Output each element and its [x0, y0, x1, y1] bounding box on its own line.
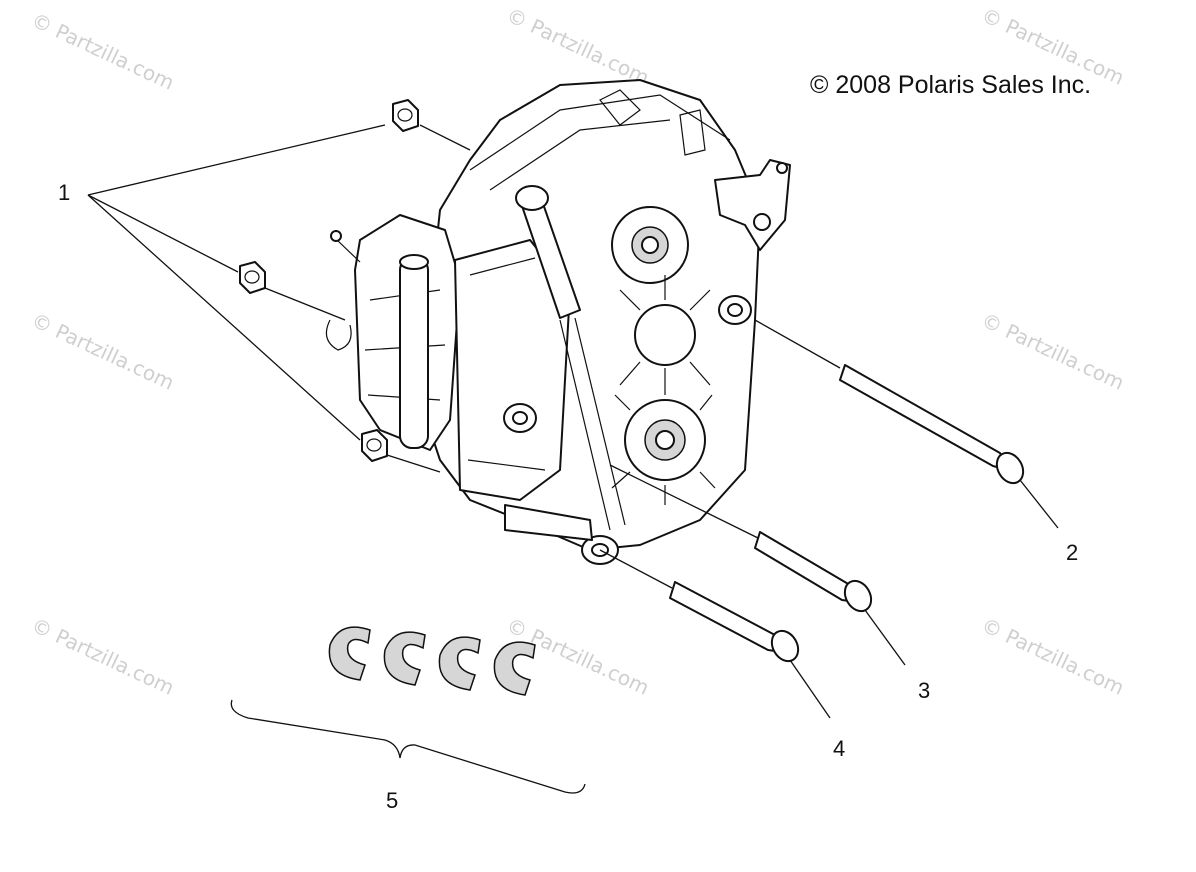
- watermark: © Partzilla.com: [978, 308, 1128, 395]
- callout-2: 2: [1066, 540, 1078, 565]
- bolt-short: [669, 581, 800, 663]
- watermark: © Partzilla.com: [28, 8, 178, 95]
- watermark: © Partzilla.com: [28, 308, 178, 395]
- copyright-notice: © 2008 Polaris Sales Inc.: [810, 71, 1091, 99]
- callout-3: 3: [918, 678, 930, 703]
- clip-set: [328, 626, 536, 696]
- watermark: © Partzilla.com: [503, 3, 653, 90]
- callout-5: 5: [386, 788, 398, 813]
- callout-4: 4: [833, 736, 845, 761]
- leader-lines: [87, 124, 1059, 794]
- watermark: © Partzilla.com: [28, 613, 178, 700]
- gearcase-assembly: [325, 79, 791, 565]
- bolt-medium: [754, 531, 873, 613]
- bolt-long: [839, 364, 1025, 485]
- flange-nut: [361, 429, 388, 462]
- watermark: © Partzilla.com: [978, 613, 1128, 700]
- flange-nut: [239, 261, 266, 294]
- flange-nut: [392, 99, 419, 132]
- callout-1: 1: [58, 180, 70, 205]
